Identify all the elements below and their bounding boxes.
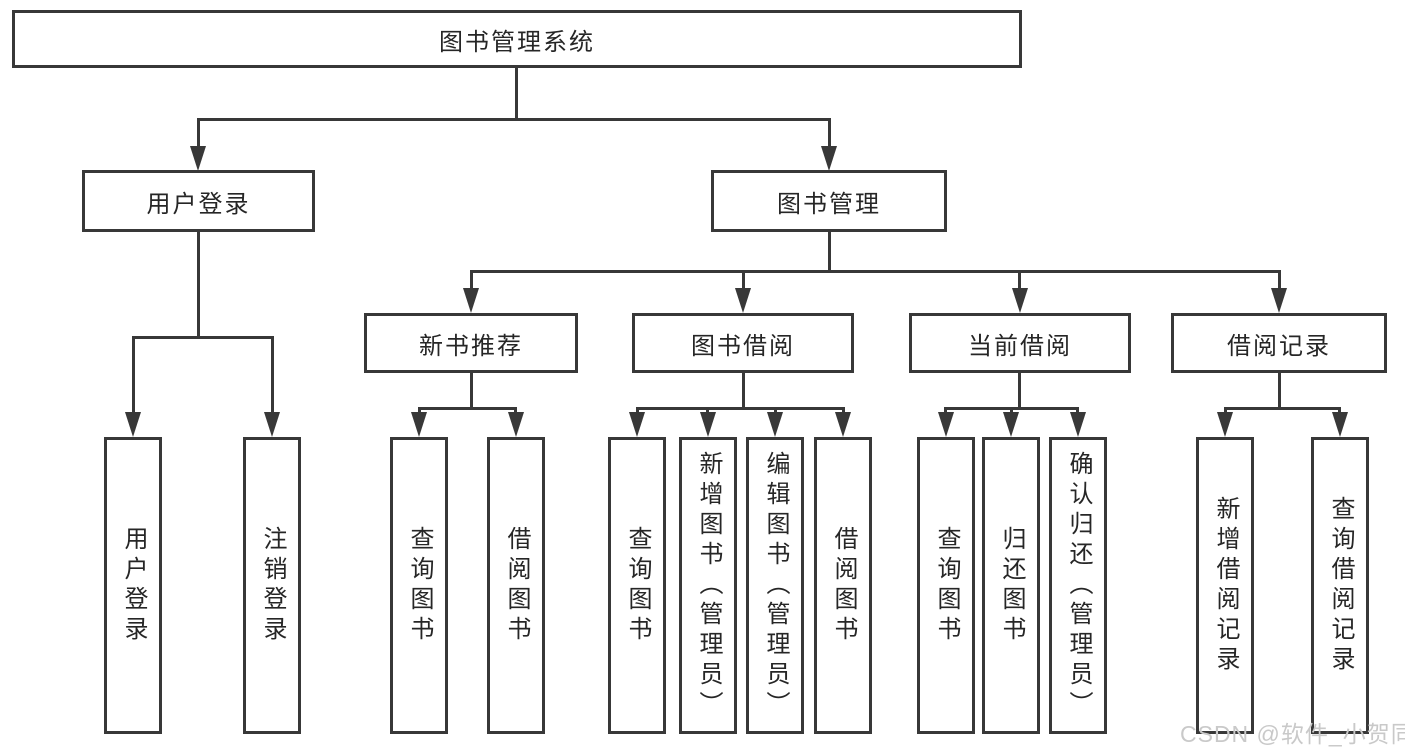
leaf-br-add-record-label: 新增借阅记录 (1212, 495, 1239, 676)
connector-new-book-bar (418, 407, 517, 410)
connector-user-login-stem (197, 232, 200, 336)
leaf-cb-return-books-label: 归还图书 (998, 525, 1025, 646)
connector-book-management-bar (470, 270, 1281, 273)
connector-drop-book-borrow (742, 270, 745, 292)
connector-current-borrow-stem (1018, 373, 1021, 407)
arrowhead-leaf-logout (264, 412, 280, 437)
leaf-br-query-record: 查询借阅记录 (1311, 437, 1369, 734)
connector-book-borrow-stem (742, 373, 745, 407)
leaf-logout: 注销登录 (243, 437, 301, 734)
connector-drop-nb-borrow (514, 407, 517, 416)
leaf-bb-add-books-admin-label: 新增图书（管理员） (695, 450, 722, 721)
connector-drop-leaf-login (132, 336, 135, 416)
connector-drop-cb-query (944, 407, 947, 416)
connector-drop-borrow-records (1278, 270, 1281, 292)
node-current-borrow-label: 当前借阅 (968, 332, 1072, 360)
leaf-br-add-record: 新增借阅记录 (1196, 437, 1254, 734)
connector-drop-cb-return (1010, 407, 1013, 416)
connector-book-borrow-bar (636, 407, 845, 410)
arrowhead-bb-edit (767, 412, 783, 437)
node-current-borrow: 当前借阅 (909, 313, 1131, 373)
node-book-management: 图书管理 (711, 170, 947, 232)
leaf-logout-label: 注销登录 (259, 525, 286, 646)
leaf-cb-query-books-label: 查询图书 (933, 525, 960, 646)
leaf-nb-borrow-books-label: 借阅图书 (503, 525, 530, 646)
connector-root-stem (515, 68, 518, 118)
arrowhead-cb-confirm (1070, 412, 1086, 437)
watermark-text: CSDN @软件_小贺同学 (1180, 721, 1405, 747)
node-root: 图书管理系统 (12, 10, 1022, 68)
arrowhead-nb-borrow (508, 412, 524, 437)
connector-drop-book-management (828, 118, 831, 150)
leaf-nb-query-books-label: 查询图书 (406, 525, 433, 646)
connector-root-bar (197, 118, 831, 121)
arrowhead-cb-query (938, 412, 954, 437)
leaf-user-login: 用户登录 (104, 437, 162, 734)
arrowhead-new-book (463, 288, 479, 313)
leaf-bb-query-books: 查询图书 (608, 437, 666, 734)
leaf-bb-add-books-admin: 新增图书（管理员） (679, 437, 737, 734)
connector-drop-user-login (197, 118, 200, 150)
node-new-book-recommend: 新书推荐 (364, 313, 578, 373)
leaf-user-login-label: 用户登录 (120, 525, 147, 646)
connector-drop-cb-confirm (1076, 407, 1079, 416)
arrowhead-book-management (821, 146, 837, 171)
node-book-borrow: 图书借阅 (632, 313, 854, 373)
arrowhead-user-login (190, 146, 206, 171)
leaf-nb-borrow-books: 借阅图书 (487, 437, 545, 734)
arrowhead-br-add (1217, 412, 1233, 437)
leaf-cb-confirm-return-admin: 确认归还（管理员） (1049, 437, 1107, 734)
connector-drop-new-book (470, 270, 473, 292)
connector-book-management-stem (828, 232, 831, 270)
connector-drop-bb-borrow (842, 407, 845, 416)
node-user-login: 用户登录 (82, 170, 315, 232)
connector-drop-br-add (1224, 407, 1227, 416)
node-borrow-records-label: 借阅记录 (1227, 332, 1331, 360)
connector-drop-br-query (1338, 407, 1341, 416)
leaf-br-query-record-label: 查询借阅记录 (1327, 495, 1354, 676)
arrowhead-bb-borrow (835, 412, 851, 437)
leaf-bb-borrow-books-label: 借阅图书 (830, 525, 857, 646)
arrowhead-nb-query (411, 412, 427, 437)
connector-drop-nb-query (418, 407, 421, 416)
leaf-bb-query-books-label: 查询图书 (624, 525, 651, 646)
leaf-nb-query-books: 查询图书 (390, 437, 448, 734)
connector-new-book-stem (470, 373, 473, 407)
node-book-borrow-label: 图书借阅 (691, 332, 795, 360)
node-borrow-records: 借阅记录 (1171, 313, 1387, 373)
arrowhead-cb-return (1003, 412, 1019, 437)
connector-user-login-bar (132, 336, 274, 339)
leaf-bb-edit-books-admin-label: 编辑图书（管理员） (762, 450, 789, 721)
arrowhead-current-borrow (1012, 288, 1028, 313)
connector-drop-current-borrow (1018, 270, 1021, 292)
leaf-cb-query-books: 查询图书 (917, 437, 975, 734)
arrowhead-borrow-records (1271, 288, 1287, 313)
connector-borrow-records-bar (1224, 407, 1341, 410)
node-new-book-recommend-label: 新书推荐 (419, 332, 523, 360)
leaf-cb-confirm-return-admin-label: 确认归还（管理员） (1065, 450, 1092, 721)
leaf-bb-edit-books-admin: 编辑图书（管理员） (746, 437, 804, 734)
arrowhead-bb-query (629, 412, 645, 437)
node-root-label: 图书管理系统 (439, 28, 595, 56)
connector-borrow-records-stem (1278, 373, 1281, 407)
leaf-bb-borrow-books: 借阅图书 (814, 437, 872, 734)
node-user-login-label: 用户登录 (146, 190, 251, 218)
arrowhead-book-borrow (735, 288, 751, 313)
connector-drop-bb-query (636, 407, 639, 416)
arrowhead-leaf-login (125, 412, 141, 437)
connector-drop-leaf-logout (271, 336, 274, 416)
arrowhead-bb-add (700, 412, 716, 437)
connector-drop-bb-add (706, 407, 709, 416)
arrowhead-br-query (1332, 412, 1348, 437)
leaf-cb-return-books: 归还图书 (982, 437, 1040, 734)
connector-drop-bb-edit (774, 407, 777, 416)
node-book-management-label: 图书管理 (777, 190, 881, 218)
